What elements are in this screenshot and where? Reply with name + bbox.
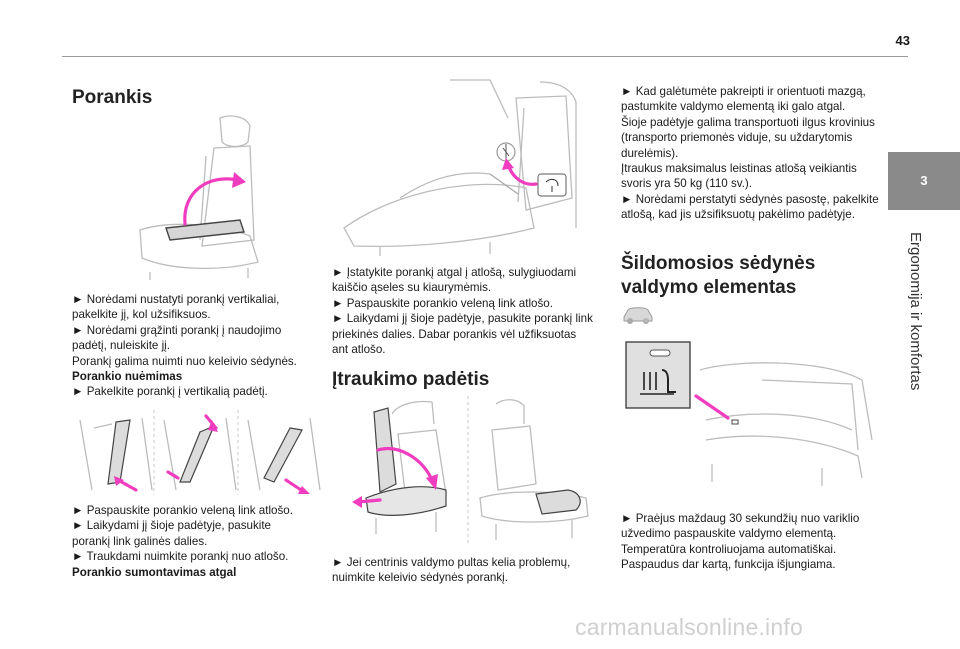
- col2-text-block2: ► Jei centrinis valdymo pultas kelia pro…: [332, 556, 571, 585]
- illustration-removal-steps: [79, 410, 321, 495]
- illustration-armrest-raise: [139, 115, 259, 280]
- heading-sildomosios-sedynes: Šildomosios sėdynės valdymo elementas: [621, 253, 816, 298]
- heading-itraukimo-padetis: Įtraukimo padėtis: [332, 369, 490, 390]
- col2-text-block1: ► Įstatykite porankį atgal į atlošą, sul…: [332, 266, 593, 357]
- info-dot: [644, 318, 648, 322]
- seat-heater-icon: [625, 341, 691, 409]
- col3-text-block1: ► Kad galėtumėte pakreipti ir orientuoti…: [621, 85, 879, 222]
- illustration-fold-seat: [352, 396, 589, 544]
- watermark-text: carmanualsonline.info: [575, 614, 803, 640]
- col1-text-block1: ► Norėdami nustatyti porankį vertikaliai…: [72, 293, 297, 399]
- illustration-heated-seat: [625, 341, 873, 486]
- header-rule: [62, 56, 908, 57]
- illustration-armrest-refit: [343, 79, 577, 256]
- heading-porankis: Porankis: [72, 87, 153, 108]
- chapter-title: Ergonomija ir komfortas: [907, 232, 924, 391]
- chapter-tab[interactable]: 3: [888, 152, 960, 210]
- col3-text-block2: ► Praėjus maždaug 30 sekundžių nuo varik…: [621, 512, 860, 572]
- page-number: 43: [895, 33, 910, 48]
- car-mini-icon: [623, 307, 653, 324]
- col1-text-block2: ► Paspauskite porankio veleną link atloš…: [72, 504, 293, 579]
